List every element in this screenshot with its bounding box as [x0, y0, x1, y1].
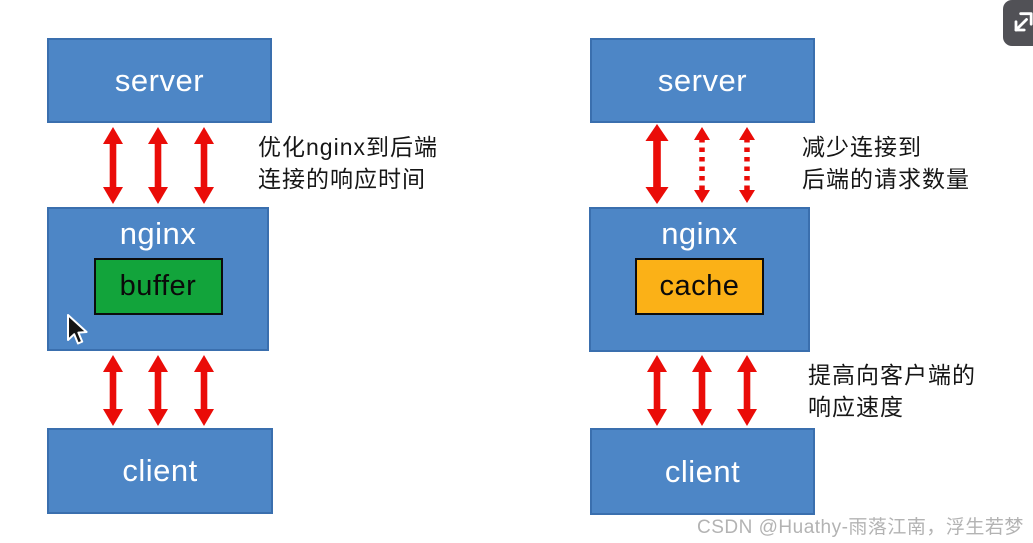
left-server-box: server	[47, 38, 272, 123]
right-cache-label: cache	[659, 270, 740, 302]
right-server-label: server	[657, 62, 748, 98]
csdn-watermark: CSDN @Huathy-雨落江南，浮生若梦	[697, 517, 1024, 538]
dotted-double-arrow-icon	[694, 127, 710, 203]
right-top-annotation-line2: 后端的请求数量	[802, 166, 970, 192]
double-arrow-icon	[645, 124, 669, 204]
double-arrow-icon	[148, 127, 168, 204]
double-arrow-icon	[692, 355, 712, 426]
left-annotation-line1: 优化nginx到后端	[258, 134, 438, 160]
left-annotation-line2: 连接的响应时间	[258, 166, 426, 192]
double-arrow-icon	[194, 127, 214, 204]
right-server-box: server	[590, 38, 815, 123]
double-arrow-icon	[103, 127, 123, 204]
right-client-box: client	[590, 428, 815, 515]
right-top-annotation-line1: 减少连接到	[802, 134, 922, 160]
left-buffer-label: buffer	[119, 270, 197, 302]
left-nginx-box: nginx buffer	[47, 207, 269, 351]
mouse-cursor-icon	[67, 314, 88, 345]
left-server-label: server	[114, 62, 205, 98]
double-arrow-icon	[148, 355, 168, 426]
right-bottom-annotation-line1: 提高向客户端的	[808, 362, 976, 388]
right-bottom-annotation-line2: 响应速度	[808, 394, 904, 420]
corner-control-button[interactable]	[1003, 0, 1033, 46]
left-buffer-box: buffer	[93, 258, 223, 315]
double-arrow-icon	[737, 355, 757, 426]
double-arrow-icon	[103, 355, 123, 426]
left-annotation: 优化nginx到后端 连接的响应时间	[258, 131, 438, 195]
left-client-box: client	[47, 428, 273, 514]
dotted-double-arrow-icon	[739, 127, 755, 203]
left-client-label: client	[122, 453, 198, 488]
right-nginx-box: nginx cache	[589, 207, 810, 352]
exit-fullscreen-icon	[1014, 12, 1033, 32]
right-nginx-label: nginx	[661, 216, 738, 251]
right-bottom-annotation: 提高向客户端的 响应速度	[808, 359, 976, 423]
right-top-annotation: 减少连接到 后端的请求数量	[802, 131, 970, 195]
right-cache-box: cache	[635, 258, 764, 315]
double-arrow-icon	[194, 355, 214, 426]
double-arrow-icon	[647, 355, 667, 426]
right-client-label: client	[664, 453, 741, 489]
left-nginx-label: nginx	[119, 216, 197, 251]
